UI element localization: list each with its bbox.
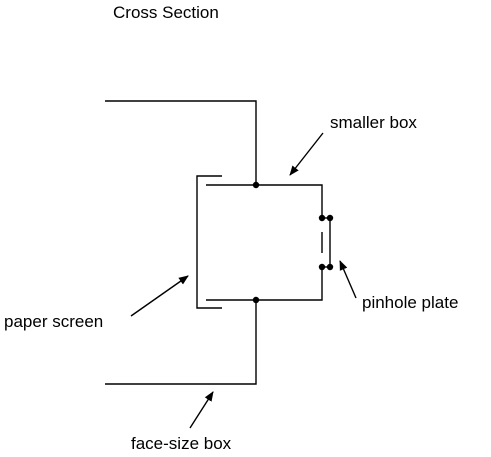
arrow-pinhole-plate	[339, 260, 357, 299]
arrow-face-size-box	[189, 391, 214, 429]
plate-dot-bottom-left	[318, 263, 326, 271]
label-smaller-box: smaller box	[330, 113, 417, 132]
smaller-box	[206, 181, 323, 304]
arrow-smaller-box	[289, 132, 324, 176]
plate-dot-top-right	[326, 214, 334, 222]
face-size-box	[105, 100, 257, 385]
arrow-paper-screen	[130, 275, 189, 317]
joint-dot-top	[252, 181, 260, 189]
label-paper-screen: paper screen	[4, 312, 103, 331]
paper-screen	[196, 175, 222, 309]
diagram-title: Cross Section	[113, 3, 219, 22]
joint-dot-bottom	[252, 296, 260, 304]
label-pinhole-plate: pinhole plate	[362, 293, 458, 312]
plate-dot-bottom-right	[326, 263, 334, 271]
plate-dot-top-left	[318, 214, 326, 222]
label-face-size-box: face-size box	[131, 434, 232, 453]
pinhole-plate	[318, 214, 334, 271]
